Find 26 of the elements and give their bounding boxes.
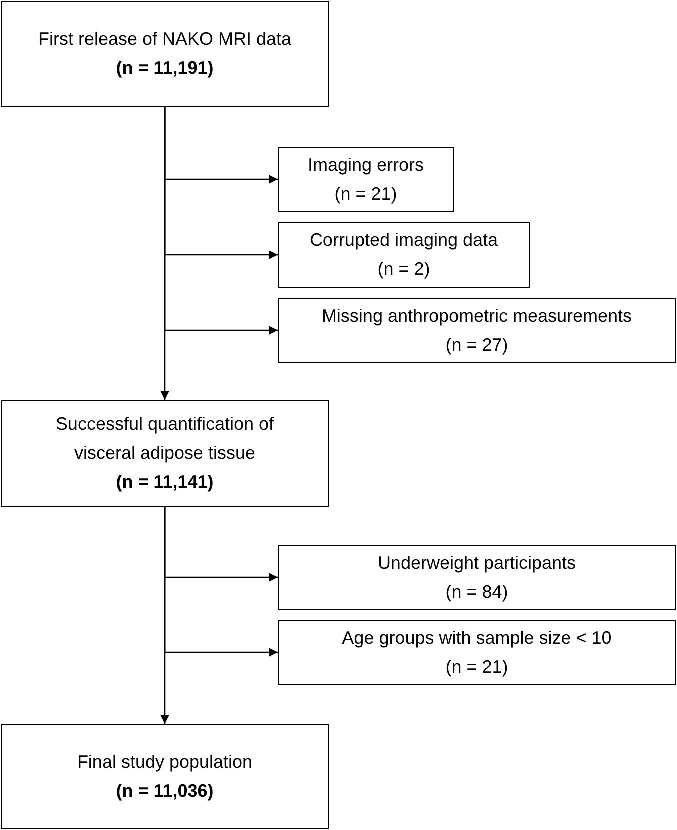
exclusion-reason: Missing anthropometric measurements [322, 304, 632, 328]
exclusion-box [278, 222, 530, 288]
step-label: Final study population [77, 750, 253, 774]
exclusion-reason: Corrupted imaging data [310, 229, 498, 252]
exclusion-count: (n = 21) [334, 182, 398, 206]
exclusion-reason: Imaging errors [308, 154, 424, 177]
exclusion-count: (n = 21) [446, 656, 508, 679]
arrow [160, 507, 170, 724]
process-box [1, 400, 329, 507]
step-label: Successful quantification of visceral adipose tissue [54, 413, 276, 465]
exclusion-reason: Underweight participants [378, 552, 576, 575]
exclusion-box [278, 620, 676, 685]
exclusion-box [278, 298, 676, 363]
count-label: (n = 11,036) [116, 780, 214, 803]
exclusion-box [278, 545, 676, 610]
exclusion-count: (n = 84) [446, 580, 508, 604]
exclusion-box [278, 147, 454, 212]
exclusion-count: (n = 27) [446, 334, 508, 357]
count-label: (n = 11,141) [116, 471, 214, 494]
exclusion-count: (n = 2) [378, 258, 430, 281]
step-label: First release of NAKO MRI data [38, 28, 292, 51]
exclusion-reason: Age groups with sample size < 10 [342, 626, 612, 650]
process-box [1, 1, 329, 107]
process-box [1, 724, 329, 829]
arrow [160, 107, 170, 400]
count-label: (n = 11,191) [116, 57, 214, 80]
